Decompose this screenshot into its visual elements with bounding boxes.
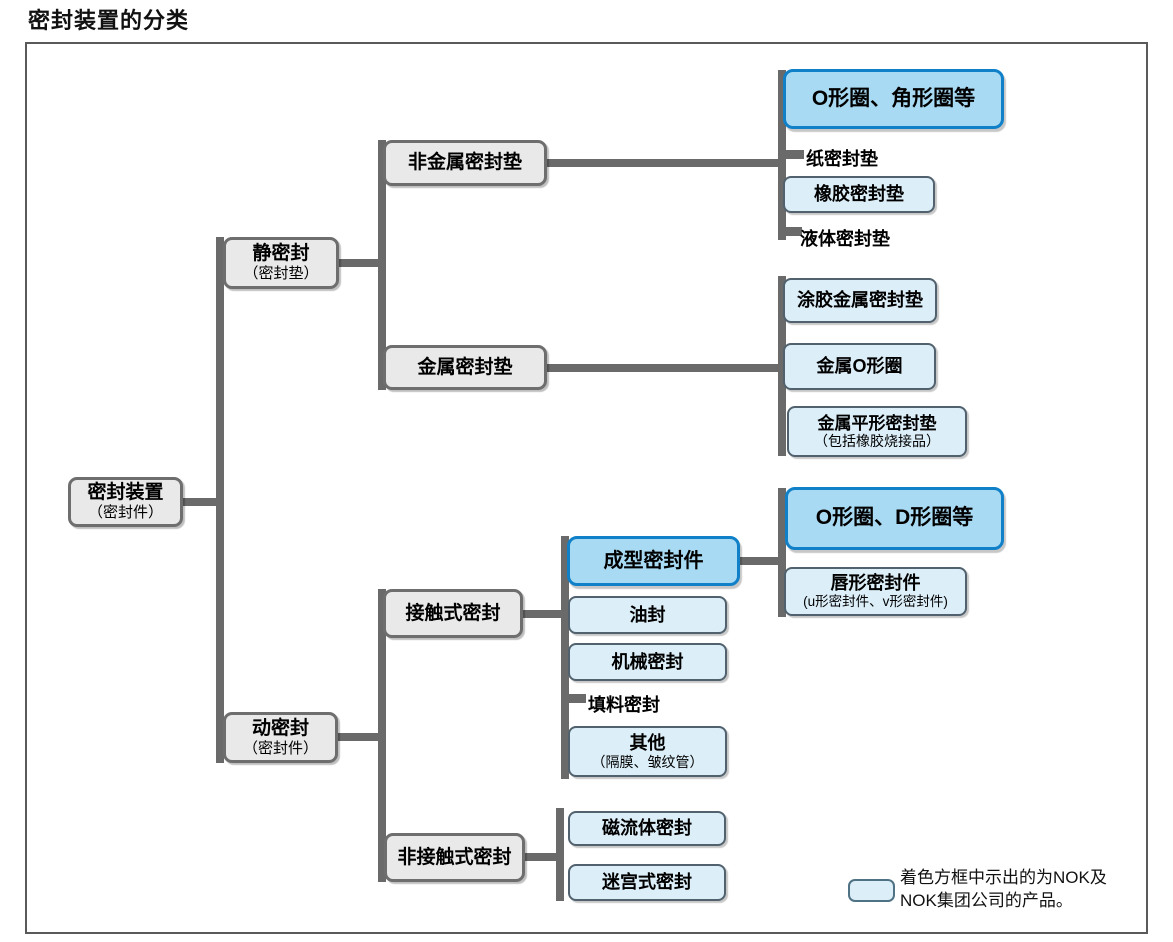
node-label: 非金属密封垫 <box>407 152 522 174</box>
legend-line2: NOK集团公司的产品。 <box>900 891 1073 910</box>
node-label: 迷宫式密封 <box>602 872 692 893</box>
node-coated-metal-gasket: 涂胶金属密封垫 <box>783 278 937 323</box>
node-label: O形圈、角形圈等 <box>811 86 976 110</box>
legend-swatch <box>848 879 895 902</box>
node-label: 接触式密封 <box>405 602 501 624</box>
connector-non-contact-seal <box>525 853 560 861</box>
node-sealing-device: 密封装置 （密封件） <box>68 477 183 527</box>
node-oil-seal: 油封 <box>568 596 727 634</box>
node-label: 橡胶密封垫 <box>814 184 904 205</box>
node-label: O形圈、D形圈等 <box>815 506 974 530</box>
node-static-seal: 静密封 （密封垫） <box>223 237 339 289</box>
node-paper-gasket: 纸密封垫 <box>806 149 878 169</box>
node-dynamic-seal: 动密封 （密封件） <box>223 712 338 763</box>
node-packing-seal: 填料密封 <box>588 695 660 715</box>
connector-metal-children-trunk <box>778 276 786 456</box>
node-o-ring-corner-ring: O形圈、角形圈等 <box>783 69 1004 129</box>
node-metal-o-ring: 金属O形圈 <box>783 343 936 390</box>
connector-non-metal-gasket <box>547 159 780 167</box>
connector-root <box>183 498 224 506</box>
node-label: 机械密封 <box>611 651 684 672</box>
node-label: 其他 <box>629 733 666 754</box>
tick-liquid-gasket <box>782 227 802 236</box>
connector-static-seal <box>339 259 382 267</box>
connector-metal-gasket <box>547 364 780 372</box>
node-sublabel: （隔膜、皱纹管） <box>591 753 704 770</box>
node-non-metal-gasket: 非金属密封垫 <box>383 140 547 186</box>
connector-contact-seal <box>523 610 565 618</box>
node-label: 油封 <box>629 604 666 625</box>
node-label: 唇形密封件 <box>830 573 921 594</box>
node-other-seal: 其他 （隔膜、皱纹管） <box>568 726 727 777</box>
node-mechanical-seal: 机械密封 <box>568 643 727 681</box>
node-o-ring-d-ring: O形圈、D形圈等 <box>785 487 1004 550</box>
legend-line1: 着色方框中示出的为NOK及 <box>900 868 1107 887</box>
node-molded-seal: 成型密封件 <box>567 536 740 586</box>
tick-packing-seal <box>565 694 586 703</box>
page-title: 密封装置的分类 <box>28 8 190 33</box>
node-label: 非接触式密封 <box>397 846 512 868</box>
node-sublabel: (u形密封件、v形密封件) <box>803 594 948 610</box>
connector-contact-children-trunk <box>561 536 569 779</box>
node-liquid-gasket: 液体密封垫 <box>800 229 890 249</box>
node-metal-gasket: 金属密封垫 <box>383 345 547 390</box>
node-label: 金属平形密封垫 <box>817 413 937 433</box>
node-sublabel: （密封件） <box>87 504 163 522</box>
node-rubber-gasket: 橡胶密封垫 <box>783 176 935 213</box>
node-label: 磁流体密封 <box>602 818 692 839</box>
node-contact-seal: 接触式密封 <box>383 589 523 638</box>
node-label: 涂胶金属密封垫 <box>797 290 923 311</box>
node-label: 金属密封垫 <box>417 356 513 378</box>
node-label: 成型密封件 <box>603 549 704 572</box>
node-sublabel: （密封垫） <box>243 265 319 283</box>
legend-text: 着色方框中示出的为NOK及 NOK集团公司的产品。 <box>900 866 1160 912</box>
node-label: 动密封 <box>251 717 309 739</box>
node-magnetic-fluid-seal: 磁流体密封 <box>568 811 726 846</box>
node-label: 密封装置 <box>87 482 164 504</box>
connector-static-trunk <box>378 140 386 390</box>
node-lip-seal: 唇形密封件 (u形密封件、v形密封件) <box>784 567 967 616</box>
node-label: 金属O形圈 <box>816 356 903 377</box>
node-sublabel: （包括橡胶烧接品） <box>814 433 940 450</box>
node-label: 静密封 <box>252 243 310 265</box>
node-non-contact-seal: 非接触式密封 <box>384 833 525 882</box>
connector-non-contact-children-trunk <box>556 808 564 901</box>
node-sublabel: （密封件） <box>242 739 318 757</box>
node-labyrinth-seal: 迷宫式密封 <box>568 864 726 901</box>
connector-molded-seal <box>739 557 781 565</box>
node-metal-flat-gasket: 金属平形密封垫 （包括橡胶烧接品） <box>787 406 967 457</box>
connector-dynamic-trunk <box>378 589 386 882</box>
connector-molded-children-trunk <box>778 488 786 617</box>
connector-dynamic-seal <box>338 733 382 741</box>
tick-paper-gasket <box>782 150 804 159</box>
